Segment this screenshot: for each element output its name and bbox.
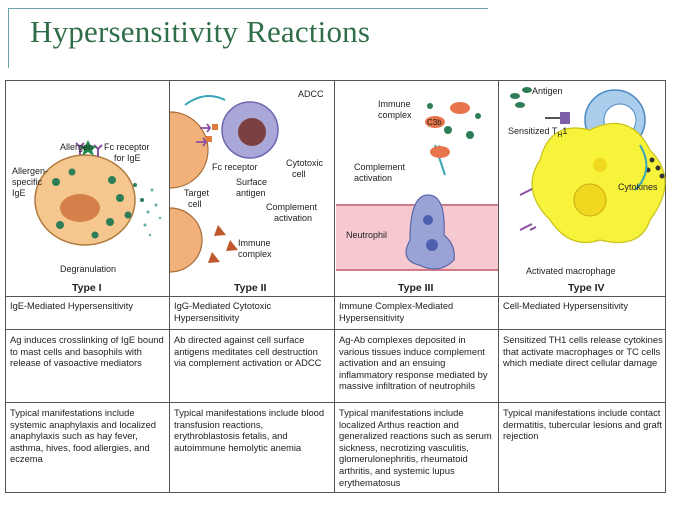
table-cell-mechanism: IgE-Mediated Hypersensitivity [10, 301, 133, 311]
type1-mast-cell-illustration [34, 140, 162, 246]
label-antigen: Antigen [532, 86, 563, 96]
label-for-ige: for IgE [114, 153, 141, 163]
label-c3b: C3b [427, 118, 442, 127]
label-surface-antigen: antigen [236, 188, 266, 198]
table-cell-manifestations: Typical manifestations include contact d… [503, 407, 662, 442]
label-fc-receptor: Fc receptor [104, 142, 150, 152]
label-complement-activation: activation [354, 173, 393, 183]
table-cell-manifestations: Typical manifestations include localized… [339, 407, 492, 488]
column-divider [169, 80, 170, 493]
label-allergen-specific: IgE [12, 188, 26, 198]
row-divider [5, 329, 666, 330]
table-cell-description: Ag-Ab complexes deposited in various tis… [339, 334, 488, 392]
label-cytotoxic-cell: cell [292, 169, 306, 179]
type4-cell-mediated-illustration [510, 87, 666, 244]
type2-cytotoxic-illustration [169, 95, 279, 273]
type-label: Type I [72, 282, 102, 294]
row-divider [5, 402, 666, 403]
label-sensitized-th1: Sensitized TH1 [508, 126, 568, 139]
column-divider [498, 80, 499, 493]
type-label: Type III [398, 282, 434, 294]
label-allergen: Allergen [60, 142, 94, 152]
label-degranulation: Degranulation [60, 264, 117, 274]
label-cytokines: Cytokines [618, 182, 658, 192]
table-cell-mechanism: IgG-Mediated Cytotoxic Hypersensitivity [174, 301, 272, 323]
column-divider [334, 80, 335, 493]
page-title: Hypersensitivity Reactions [30, 14, 371, 49]
table-cell-description: Ab directed against cell surface antigen… [174, 334, 322, 369]
table-cell-manifestations: Typical manifestations include systemic … [10, 407, 156, 465]
label-target-cell: Target [184, 188, 210, 198]
label-immune-complex: Immune [238, 238, 271, 248]
label-immune-complex: Immune [378, 99, 411, 109]
type3-immune-complex-illustration [336, 102, 498, 271]
title-rule-horizontal [8, 8, 488, 9]
label-neutrophil: Neutrophil [346, 230, 388, 240]
label-allergen-specific: Allergen- [12, 166, 49, 176]
label-fc-receptor: Fc receptor [212, 162, 258, 172]
label-complement-activation: Complement [266, 202, 318, 212]
label-complement-activation: Complement [354, 162, 406, 172]
row-divider [5, 296, 666, 297]
table-cell-manifestations: Typical manifestations include blood tra… [174, 407, 325, 453]
label-target-cell: cell [188, 199, 202, 209]
label-complement-activation: activation [274, 213, 313, 223]
table-cell-description: Ag induces crosslinking of IgE bound to … [10, 334, 164, 369]
table-cell-mechanism: Immune Complex-Mediated Hypersensitivity [339, 301, 454, 323]
label-immune-complex: complex [238, 249, 272, 259]
table-cell-description: Sensitized TH1 cells release cytokines t… [503, 334, 663, 369]
type-label: Type IV [568, 282, 605, 294]
label-activated-macrophage: Activated macrophage [526, 266, 616, 276]
type-label: Type II [234, 282, 267, 294]
comparison-table [5, 80, 666, 493]
label-surface-antigen: Surface [236, 177, 268, 187]
label-cytotoxic-cell: Cytotoxic [286, 158, 324, 168]
label-allergen-specific: specific [12, 177, 43, 187]
label-adcc: ADCC [298, 89, 324, 99]
title-rule-vertical [8, 8, 9, 68]
label-immune-complex: complex [378, 110, 412, 120]
table-cell-mechanism: Cell-Mediated Hypersensitivity [503, 301, 629, 311]
